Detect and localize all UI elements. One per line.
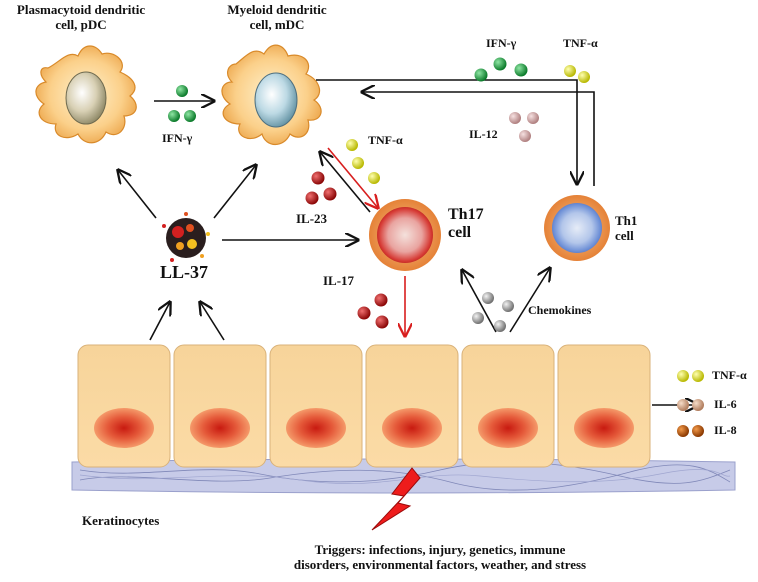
il12-label: IL-12 [469,127,498,141]
keratinocytes-label: Keratinocytes [82,513,160,528]
keratinocyte-cell [173,344,267,468]
il12-dots [509,112,539,142]
arrow-th17-to-mdc [320,152,371,213]
keratinocyte-cell [461,344,555,468]
tnf-alpha-dots-top [564,65,590,83]
triggers-line2: disorders, environmental factors, weathe… [293,556,587,572]
keratinocyte-nucleus [574,408,634,448]
ifn-gamma-dots-top [474,57,528,82]
arrow-ll37-to-pdc [118,170,157,219]
arrow-kera-to-ll37-2 [200,302,225,341]
legend-il6-label: IL-6 [714,397,737,411]
arrow-mdc-to-th1 [316,79,577,184]
arrows-black [118,79,698,405]
legend-il6-dot [692,399,704,411]
il17-dots [357,293,389,329]
chemokine-dots [472,292,514,332]
tnf-alpha-label-mdc: TNF-α [368,133,403,147]
keratinocyte-row [77,344,651,468]
mdc-label-line2: cell, mDC [249,16,305,32]
triggers-caption: Triggers: infections, injury, genetics, … [230,542,650,573]
keratinocyte-cell [365,344,459,468]
keratinocyte-cell [557,344,651,468]
arrow-mdc-to-th17 [327,147,378,208]
ifn-gamma-dots-mid [168,85,196,122]
arrow-chemokines-to-th1 [509,268,550,333]
triggers-line1: Triggers: infections, injury, genetics, … [314,542,566,557]
arrow-kera-to-ll37-1 [149,302,170,341]
th1-label-line2: cell [615,227,634,243]
mdc-cell [221,44,322,146]
th1-cell [544,195,610,261]
arrow-chemokines-to-th17 [462,270,497,333]
tnf-alpha-label-top: TNF-α [563,36,598,50]
il23-label: IL-23 [296,211,328,226]
legend-tnf-label: TNF-α [712,368,747,382]
ifn-gamma-label-mid: IFN-γ [162,131,193,145]
legend-il6-dot [677,399,689,411]
th17-label: Th17 cell [448,206,484,243]
pdc-label-line1: Plasmacytoid dendritic [16,2,146,17]
chemokines-label: Chemokines [528,303,592,317]
arrows-red [327,147,405,336]
ll37-label: LL-37 [160,262,209,282]
trigger-lightning-icon [371,467,421,531]
th1-label-line1: Th1 [615,213,638,228]
th17-label-line1: Th17 [448,206,484,223]
keratinocyte-nucleus [478,408,538,448]
keratinocyte-cell [77,344,171,468]
arrow-ll37-to-mdc [213,165,256,219]
keratinocyte-nucleus [382,408,442,448]
keratinocyte-nucleus [94,408,154,448]
legend-il8-dot [677,425,689,437]
keratinocyte-nucleus [190,408,250,448]
pdc-label-line2: cell, pDC [55,16,107,32]
legend-il8-label: IL-8 [714,423,737,437]
pdc-label: Plasmacytoid dendritic cell, pDC [2,2,160,33]
tnf-alpha-dots-mdc [346,139,380,184]
ifn-gamma-label-top: IFN-γ [486,36,517,50]
pdc-cell [35,45,137,144]
mdc-label-line1: Myeloid dendritic [227,2,327,17]
keratinocyte-nucleus [286,408,346,448]
th17-label-line2: cell [448,224,472,242]
arrow-th1-to-mdc [362,92,595,186]
th17-cell [369,199,441,271]
il17-label: IL-17 [323,273,355,288]
legend-dots [677,370,704,437]
th1-label: Th1 cell [615,213,638,244]
ll37-cluster [162,212,210,262]
legend-tnf-dot [677,370,689,382]
il23-dots [305,171,337,205]
keratinocyte-cell [269,344,363,468]
legend-il8-dot [692,425,704,437]
mdc-label: Myeloid dendritic cell, mDC [202,2,352,33]
legend-tnf-dot [692,370,704,382]
